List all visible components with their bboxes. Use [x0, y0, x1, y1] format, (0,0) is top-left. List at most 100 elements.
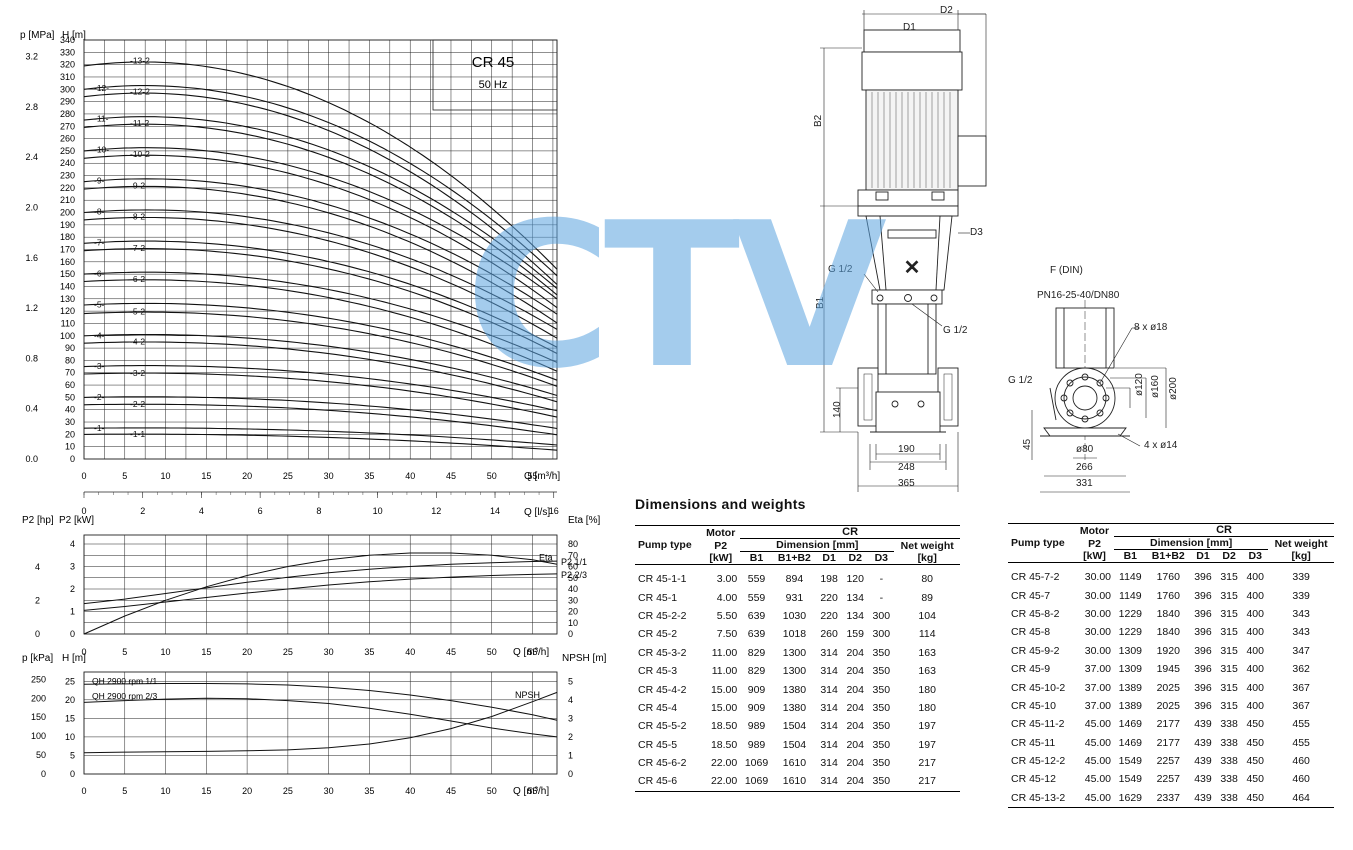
npsh-curve — [83, 697, 558, 738]
table-cell: 2257 — [1156, 755, 1180, 768]
table-cell: 315 — [1220, 663, 1238, 676]
qh-curve-label: -7-2 — [130, 243, 145, 253]
tick-x-c3: 5 — [122, 786, 127, 796]
table-cell: 367 — [1292, 699, 1310, 712]
tick-hp: 4 — [35, 562, 40, 572]
tick-kw: 4 — [70, 539, 75, 549]
table-cell: 343 — [1292, 626, 1310, 639]
header-d3-r: D3 — [1248, 550, 1262, 562]
tick-npsh: 5 — [568, 676, 573, 686]
axis-label-p: p [MPa] — [20, 30, 55, 41]
tick-x-c2: 0 — [81, 647, 86, 657]
flange-d160: ø160 — [1150, 375, 1161, 398]
tick-head: 10 — [65, 442, 75, 452]
table-cell: 204 — [846, 683, 864, 696]
table-cell: 204 — [846, 646, 864, 659]
table-cell: 1610 — [782, 757, 807, 770]
chart-title-box — [432, 39, 558, 111]
table-cell: 460 — [1292, 755, 1310, 768]
table-cell: CR 45-10-2 — [1011, 681, 1066, 694]
tick-head: 20 — [65, 429, 75, 439]
table-cell: 37.00 — [1084, 663, 1112, 676]
table-cell: 22.00 — [710, 757, 738, 770]
tick-kpa: 50 — [36, 750, 46, 760]
table-cell: CR 45-2-2 — [638, 609, 687, 622]
qh-curve — [83, 178, 558, 315]
table-cell: 163 — [918, 665, 936, 678]
qh-curve-label: -12-2 — [130, 87, 150, 97]
table-cell: 1549 — [1118, 773, 1142, 786]
qh-curve — [83, 372, 558, 418]
table-cell: 350 — [872, 683, 891, 696]
qh-curve-label: -11- — [94, 114, 109, 124]
label-d1: D1 — [903, 22, 916, 33]
tick-x-m3h: 0 — [81, 471, 86, 481]
flange-pn: PN16-25-40/DN80 — [1037, 290, 1120, 301]
table-cell: 314 — [820, 683, 838, 696]
tick-head: 180 — [60, 232, 75, 242]
table-cell: 455 — [1292, 718, 1310, 731]
table-cell: 894 — [785, 573, 804, 586]
qh-curve — [83, 311, 558, 387]
tick-x-c3: 10 — [161, 786, 171, 796]
tick-pressure: 2.8 — [25, 102, 38, 112]
table-cell: 220 — [820, 609, 838, 622]
qh-curve — [83, 209, 558, 330]
flange-331: 331 — [1076, 478, 1093, 489]
table-cell: 1610 — [782, 775, 807, 788]
label-b1: B1 — [815, 296, 826, 309]
tick-head: 260 — [60, 134, 75, 144]
table-cell: 18.50 — [710, 738, 738, 751]
qh-curve-label: -2-2 — [130, 399, 145, 409]
header-kw-r: [kW] — [1083, 550, 1106, 562]
table-cell: 204 — [846, 720, 864, 733]
dimensions-table-right: Pump type Motor CR P2 Dimension [mm] Net… — [1008, 523, 1334, 808]
table-cell: 455 — [1292, 736, 1310, 749]
table-cell: CR 45-2 — [638, 628, 678, 641]
table-cell: 350 — [872, 757, 891, 770]
table-cell: 22.00 — [710, 775, 738, 788]
table-cell: 89 — [921, 591, 934, 604]
x-axis-label-c2: Q [m³/h] — [513, 647, 549, 658]
table-cell: 1945 — [1156, 663, 1180, 676]
power-curve — [83, 573, 558, 611]
chart-subtitle: 50 Hz — [479, 79, 508, 91]
qh-curve-label: -10- — [94, 145, 109, 155]
table-cell: 450 — [1246, 773, 1264, 786]
table-cell: 1549 — [1118, 755, 1142, 768]
table-cell: 439 — [1194, 773, 1212, 786]
table-cell: 45.00 — [1084, 755, 1112, 768]
tick-x-c3: 0 — [81, 786, 86, 796]
tick-x-c2: 55 — [528, 647, 538, 657]
qh-curve — [83, 333, 558, 397]
power-grid — [83, 534, 558, 635]
table-cell: 314 — [820, 757, 838, 770]
tick-npsh: 3 — [568, 713, 573, 723]
qh-curve-label: -10-2 — [130, 149, 150, 159]
table-cell: 315 — [1220, 699, 1238, 712]
tick-head: 70 — [65, 368, 75, 378]
tick-eta: 20 — [568, 607, 578, 617]
header-kw: [kW] — [709, 552, 733, 564]
table-cell: 104 — [918, 609, 936, 622]
qh-curve-label: -1-1 — [130, 429, 145, 439]
tick-head: 240 — [60, 158, 75, 168]
tick-x-c2: 25 — [283, 647, 293, 657]
header-cr-r: CR — [1114, 523, 1334, 537]
table-cell: 396 — [1194, 699, 1212, 712]
head-npsh-chart: p [kPa] H [m] NPSH [m] Q [m³/h] — [22, 653, 607, 797]
tick-x-c2: 20 — [242, 647, 252, 657]
table-cell: 314 — [820, 701, 838, 714]
table-cell: 400 — [1246, 626, 1264, 639]
qh-curve — [83, 92, 558, 285]
tick-x-m3h: 50 — [487, 471, 497, 481]
table-cell: 1760 — [1156, 589, 1180, 602]
tick-pressure: 3.2 — [25, 52, 38, 62]
